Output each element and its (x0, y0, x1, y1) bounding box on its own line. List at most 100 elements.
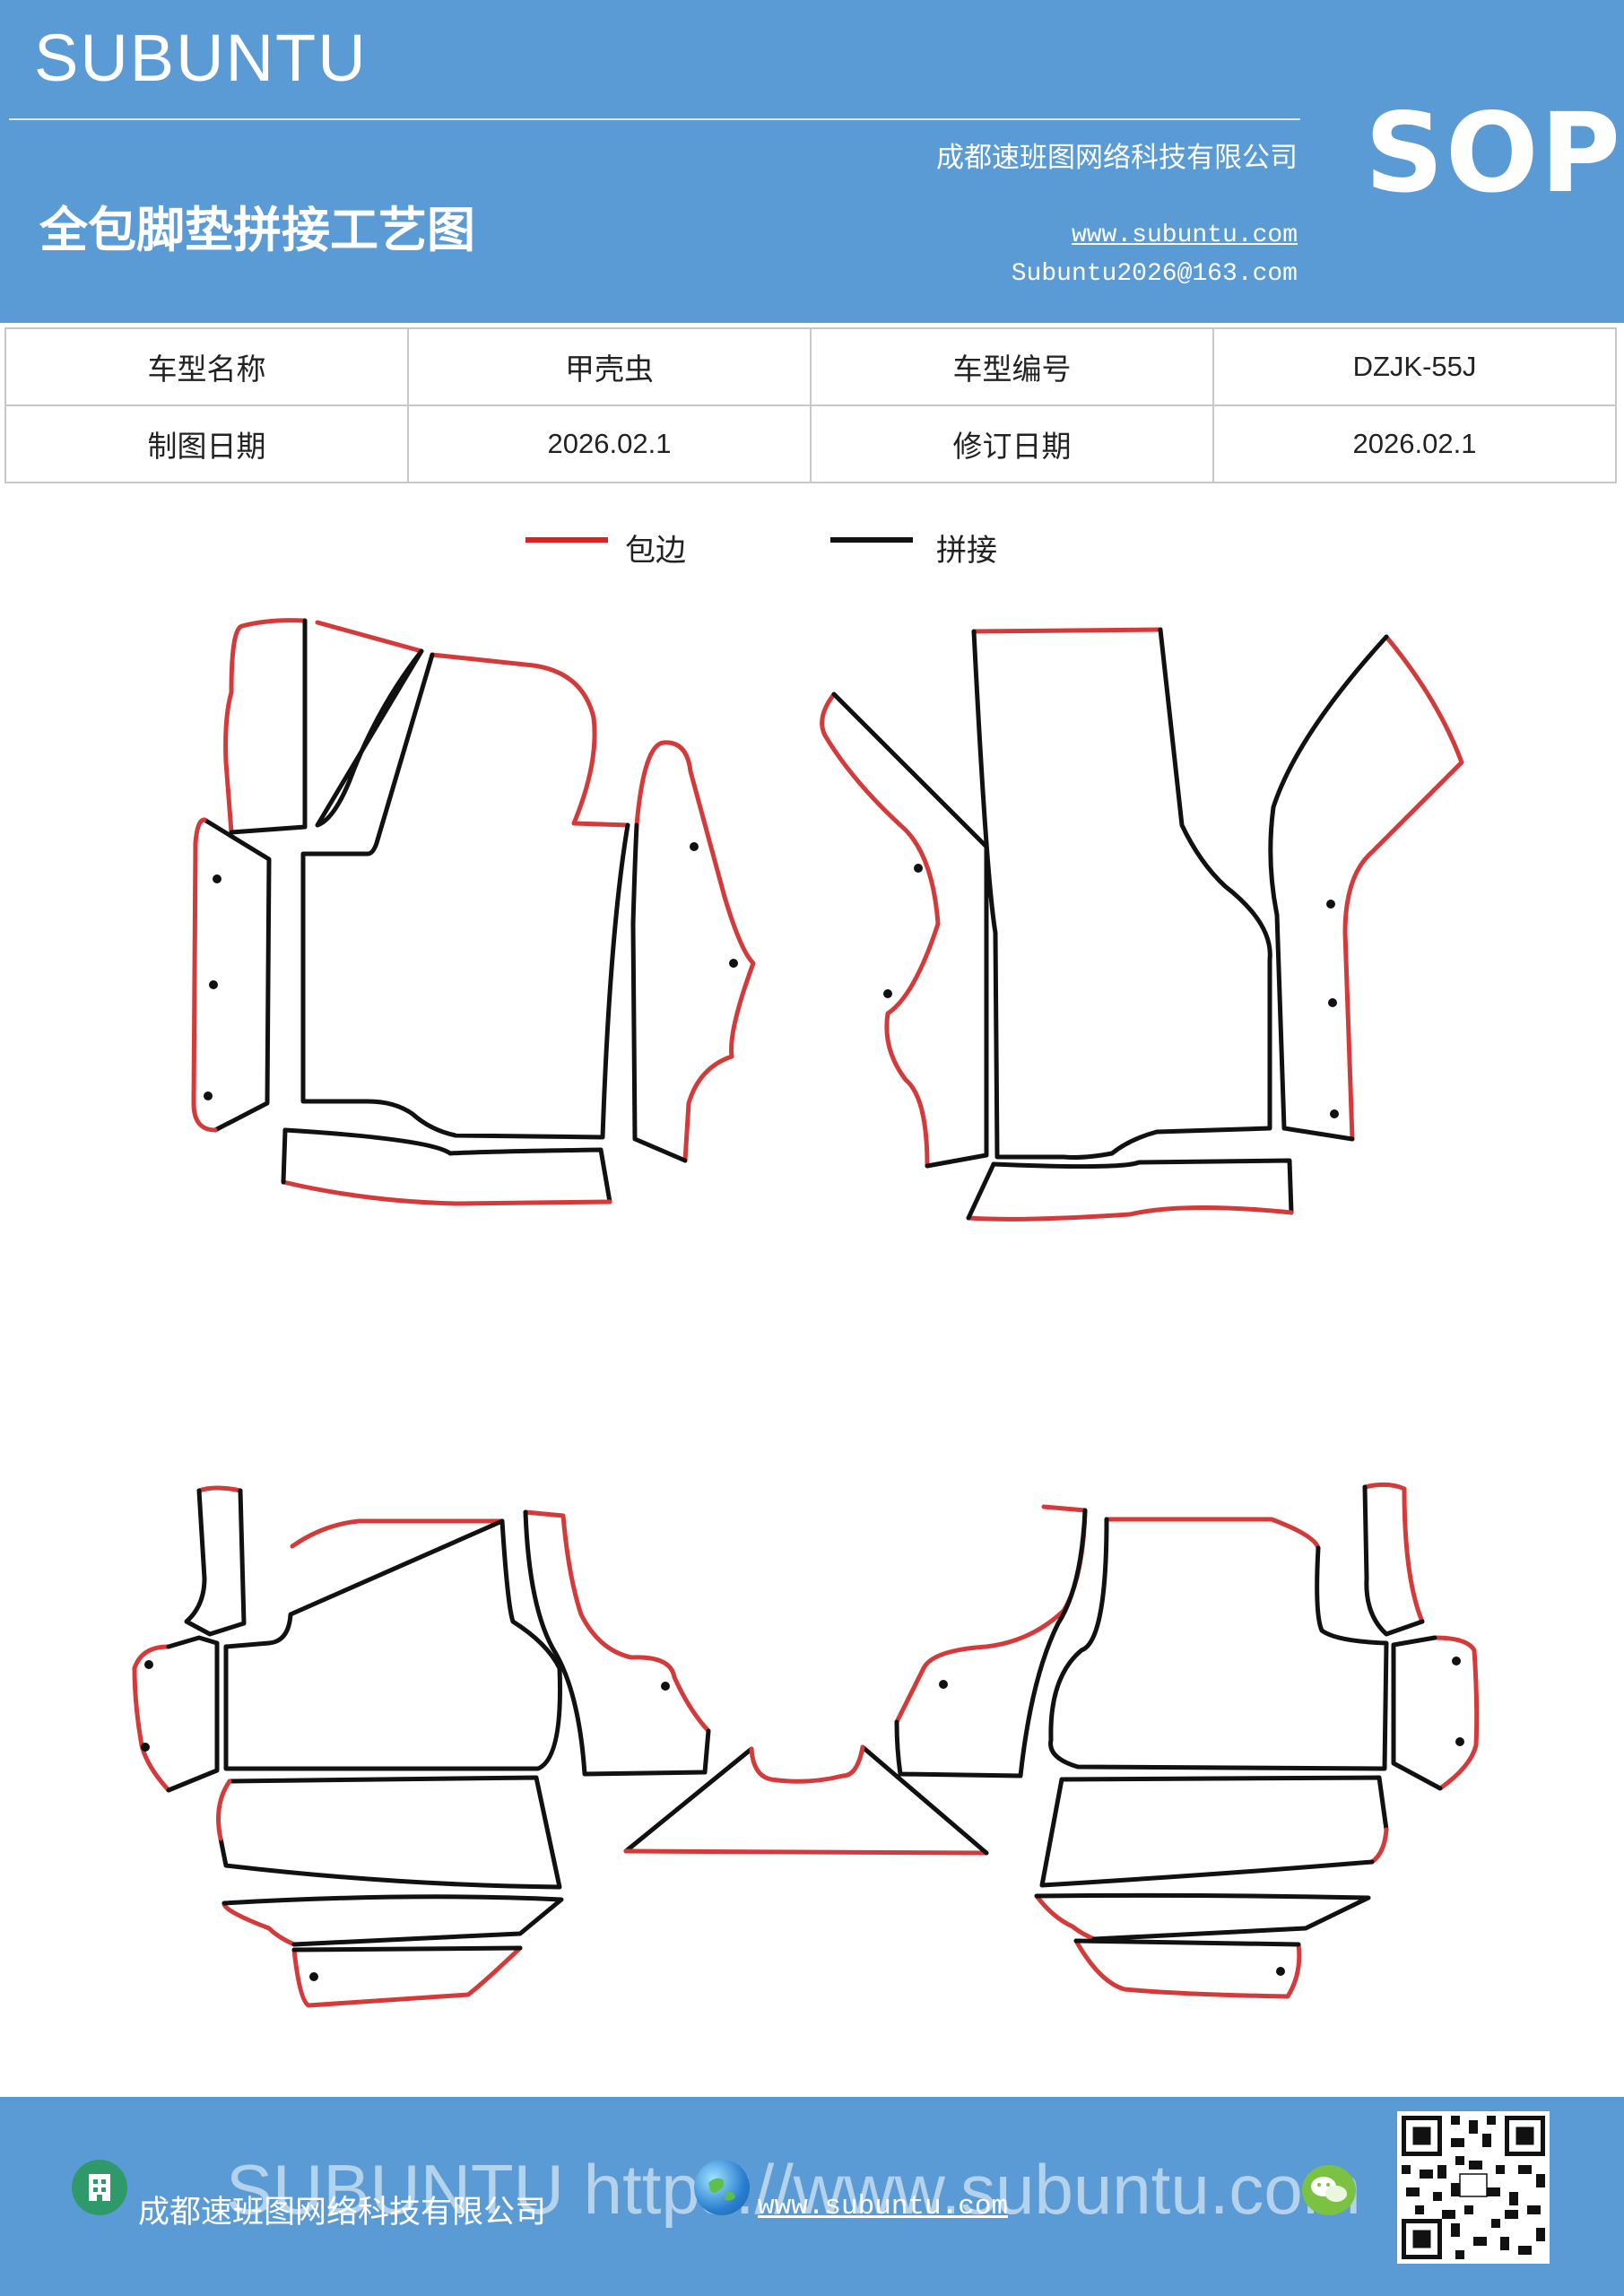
mat-piece (1039, 1777, 1375, 1888)
label-cell: 修订日期 (810, 404, 1214, 483)
mat-piece (1391, 1635, 1443, 1791)
mat-piece (166, 1635, 220, 1793)
mat-piece (202, 817, 272, 1133)
front-left-mat-set (191, 618, 756, 1206)
fastener-hole (141, 1743, 150, 1752)
value-cell: 2026.02.1 (1212, 404, 1617, 483)
mat-piece (300, 652, 630, 1140)
value-cell: 2026.02.1 (407, 404, 812, 483)
mat-piece (966, 1161, 996, 1221)
mat-piece (196, 1485, 243, 1493)
legend-swatch-binding (525, 537, 608, 543)
fastener-hole (939, 1680, 948, 1689)
mat-piece (623, 1746, 754, 1854)
label-cell: 制图日期 (4, 404, 409, 483)
mat-piece (634, 740, 756, 1163)
fastener-hole (1276, 1967, 1285, 1976)
vehicle-info-table: 车型名称 甲壳虫 车型编号 DZJK-55J 制图日期 2026.02.1 修订… (4, 327, 1617, 483)
mat-piece (1059, 1775, 1389, 1832)
mat-piece (290, 1518, 505, 1549)
mat-piece (229, 618, 308, 835)
mat-piece (221, 1900, 297, 1947)
mat-piece (971, 627, 1272, 1160)
mat-piece (218, 1775, 562, 1890)
fastener-hole (1330, 1109, 1339, 1118)
mat-piece (223, 618, 308, 835)
mat-piece (820, 691, 941, 1169)
mat-piece (630, 822, 688, 1163)
page-title: 全包脚垫拼接工艺图 (39, 202, 475, 258)
brand-name: SUBUNTU (34, 21, 368, 95)
footer-website-link[interactable]: www.subuntu.com (758, 2191, 1009, 2222)
label-cell: 车型编号 (810, 327, 1214, 406)
footer-company-name: 成都速班图网络科技有限公司 (138, 2195, 547, 2231)
website-link[interactable]: www.subuntu.com (1071, 222, 1298, 249)
mat-piece (191, 817, 218, 1133)
qr-code[interactable] (1397, 2111, 1550, 2264)
header-banner: SUBUNTU 全包脚垫拼接工艺图 成都速班图网络科技有限公司 www.subu… (0, 0, 1624, 323)
mat-piece (216, 1779, 232, 1841)
mat-piece (281, 1127, 288, 1185)
mat-piece (831, 691, 989, 1169)
mat-piece (223, 1518, 562, 1771)
mat-piece (966, 1205, 1294, 1222)
rear-left-mat-set (132, 1485, 711, 2008)
floor-mat-splice-diagram (132, 618, 1480, 2008)
legend-label-seam: 拼接 (936, 533, 997, 569)
email-address[interactable]: Subuntu2026@163.com (1011, 260, 1298, 288)
mat-piece (1048, 1517, 1389, 1771)
mat-piece (315, 648, 424, 828)
fastener-hole (213, 874, 221, 883)
header-divider (9, 118, 1300, 120)
fastener-hole (914, 864, 923, 873)
mat-piece (315, 620, 424, 654)
fastener-hole (1328, 998, 1337, 1007)
mat-piece (1369, 1827, 1389, 1865)
mat-piece (430, 652, 630, 828)
legend-label-binding: 包边 (625, 533, 686, 569)
mat-piece (1073, 1938, 1302, 1999)
fastener-hole (1326, 900, 1335, 909)
mat-piece (1104, 1517, 1321, 1551)
mat-piece (1362, 1482, 1425, 1624)
building-icon (72, 2160, 127, 2215)
mat-piece (132, 1644, 171, 1793)
fastener-holes (141, 842, 1464, 1981)
fastener-hole (144, 1660, 153, 1669)
mat-piece (221, 1894, 564, 1947)
fastener-hole (309, 1972, 318, 1981)
fastener-hole (729, 959, 738, 968)
globe-icon (694, 2160, 750, 2215)
fastener-hole (1452, 1657, 1461, 1665)
wechat-icon (1302, 2165, 1356, 2215)
table-row: 车型名称 甲壳虫 车型编号 DZJK-55J (4, 327, 1617, 406)
mat-piece (623, 1848, 989, 1856)
mat-piece (1034, 1893, 1097, 1942)
sop-badge: SOP (1365, 90, 1622, 217)
center-tunnel-mat (623, 1744, 989, 1856)
fastener-hole (1455, 1737, 1464, 1746)
mat-piece (1362, 1484, 1425, 1637)
rear-right-mat-set (894, 1482, 1480, 1999)
fastener-hole (690, 842, 699, 851)
mat-piece (282, 1127, 612, 1205)
mat-piece (749, 1744, 865, 1784)
mat-piece (291, 1945, 523, 2008)
front-right-mat-set (820, 627, 1464, 1222)
mat-piece (894, 1508, 1088, 1779)
mat-piece (523, 1509, 711, 1777)
fastener-hole (661, 1682, 670, 1691)
mat-piece (1268, 634, 1389, 1142)
mat-piece (523, 1509, 711, 1734)
company-name: 成都速班图网络科技有限公司 (936, 142, 1298, 174)
fastener-hole (883, 989, 892, 998)
mat-piece (1073, 1938, 1301, 1947)
mat-piece (991, 1158, 1294, 1215)
watermark-text: SUBUNTU https://www.subuntu.com (226, 2150, 1361, 2229)
value-cell: DZJK-55J (1212, 327, 1617, 406)
legend: 包边 拼接 (0, 529, 1624, 574)
legend-swatch-seam (830, 537, 913, 543)
mat-piece (184, 1488, 247, 1637)
mat-piece (860, 1744, 989, 1856)
label-cell: 车型名称 (4, 327, 409, 406)
